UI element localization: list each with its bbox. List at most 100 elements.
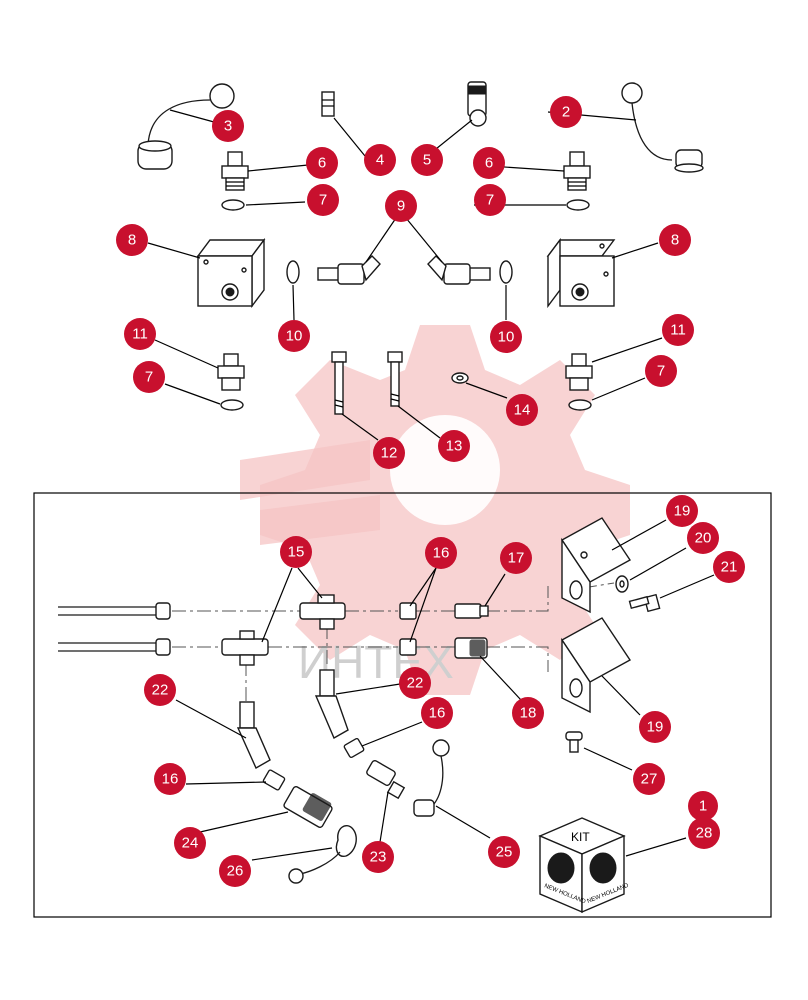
svg-text:8: 8	[671, 232, 679, 249]
svg-text:16: 16	[429, 705, 446, 722]
callout-11-left[interactable]: 11	[124, 318, 156, 350]
svg-text:6: 6	[318, 155, 326, 172]
callout-24[interactable]: 24	[174, 827, 206, 859]
part-11-adapter-left	[217, 353, 245, 391]
part-14-washer	[451, 372, 469, 384]
callout-26[interactable]: 26	[219, 855, 251, 887]
kit-label: KIT	[571, 830, 590, 844]
kit-box-frame	[33, 492, 772, 918]
svg-text:7: 7	[319, 192, 327, 209]
callout-13[interactable]: 13	[438, 430, 470, 462]
callout-28[interactable]: 28	[688, 817, 720, 849]
part-16-plug-left	[262, 769, 286, 791]
callout-16-top[interactable]: 16	[425, 537, 457, 569]
svg-text:25: 25	[496, 844, 513, 861]
part-22-elbow-mid	[314, 669, 349, 739]
part-13-bolt	[387, 351, 403, 407]
svg-text:21: 21	[721, 559, 738, 576]
callout-4[interactable]: 4	[364, 144, 396, 176]
svg-text:28: 28	[696, 825, 713, 842]
callout-7-bottom-left[interactable]: 7	[133, 361, 165, 393]
callout-22-left[interactable]: 22	[144, 674, 176, 706]
callout-22-mid[interactable]: 22	[399, 667, 431, 699]
callout-6-right[interactable]: 6	[473, 147, 505, 179]
svg-text:19: 19	[674, 503, 691, 520]
callout-12[interactable]: 12	[373, 437, 405, 469]
watermark-gear-icon	[240, 325, 630, 695]
svg-text:16: 16	[433, 545, 450, 562]
callout-27[interactable]: 27	[633, 763, 665, 795]
part-7-oring-bottom-right	[568, 399, 592, 411]
svg-text:24: 24	[182, 835, 199, 852]
callout-25[interactable]: 25	[488, 836, 520, 868]
callout-7-top-right[interactable]: 7	[474, 184, 506, 216]
callout-markers: 1 2 3 4 5 6 6 7 7 7 7 8	[116, 96, 745, 887]
callout-19-top[interactable]: 19	[666, 495, 698, 527]
part-11-adapter-right	[565, 353, 593, 391]
svg-text:3: 3	[224, 118, 232, 135]
callout-15[interactable]: 15	[280, 536, 312, 568]
callout-3[interactable]: 3	[212, 110, 244, 142]
callout-16-mid[interactable]: 16	[421, 697, 453, 729]
part-12-bolt	[331, 351, 347, 415]
callout-1[interactable]: 1	[688, 791, 718, 821]
kit-cube-icon	[538, 817, 626, 914]
svg-text:12: 12	[381, 445, 398, 462]
callout-9[interactable]: 9	[385, 190, 417, 222]
svg-text:10: 10	[498, 329, 515, 346]
svg-text:4: 4	[376, 152, 384, 169]
callout-8-right[interactable]: 8	[659, 224, 691, 256]
part-16-plug-lower	[399, 638, 417, 656]
hose-lower	[58, 638, 171, 656]
svg-text:1: 1	[699, 798, 707, 815]
svg-text:17: 17	[508, 550, 525, 567]
part-23-coupler	[366, 759, 406, 800]
svg-text:22: 22	[152, 682, 169, 699]
part-27-screw	[565, 731, 583, 753]
part-6-adapter-right	[563, 151, 591, 191]
part-18-coupler	[454, 637, 488, 659]
callout-2[interactable]: 2	[550, 96, 582, 128]
hose-upper	[58, 602, 171, 620]
svg-text:9: 9	[397, 198, 405, 215]
part-22-elbow-left	[236, 701, 271, 769]
callout-10-right[interactable]: 10	[490, 321, 522, 353]
svg-text:5: 5	[423, 152, 431, 169]
callout-11-right[interactable]: 11	[662, 314, 694, 346]
svg-text:19: 19	[647, 719, 664, 736]
svg-text:26: 26	[227, 863, 244, 880]
part-2-dust-plug	[621, 82, 704, 173]
callout-7-bottom-right[interactable]: 7	[645, 355, 677, 387]
part-10-oring-left	[286, 260, 300, 284]
svg-text:11: 11	[670, 322, 686, 339]
part-16-plug-upper	[399, 602, 417, 620]
part-21-bolt	[628, 593, 661, 613]
callout-20[interactable]: 20	[687, 522, 719, 554]
part-9-elbow-left	[317, 255, 381, 285]
callout-16-left[interactable]: 16	[154, 763, 186, 795]
svg-text:23: 23	[370, 849, 387, 866]
part-9-elbow-right	[427, 255, 491, 285]
callout-14[interactable]: 14	[506, 394, 538, 426]
callout-17[interactable]: 17	[500, 542, 532, 574]
svg-text:16: 16	[162, 771, 179, 788]
callout-19-bottom[interactable]: 19	[639, 711, 671, 743]
part-26-dust-cap	[288, 824, 357, 884]
part-15-tee-upper	[299, 594, 346, 630]
callout-7-top-left[interactable]: 7	[307, 184, 339, 216]
part-19-bracket-upper	[560, 517, 632, 614]
callout-10-left[interactable]: 10	[278, 320, 310, 352]
callout-21[interactable]: 21	[713, 551, 745, 583]
callout-8-left[interactable]: 8	[116, 224, 148, 256]
svg-text:18: 18	[520, 705, 537, 722]
part-8-valve-block-right	[546, 237, 616, 309]
part-15-tee-lower	[221, 630, 269, 666]
callout-23[interactable]: 23	[362, 841, 394, 873]
part-8-valve-block-left	[196, 237, 266, 309]
svg-text:20: 20	[695, 530, 712, 547]
callout-6-left[interactable]: 6	[306, 147, 338, 179]
callout-5[interactable]: 5	[411, 144, 443, 176]
svg-text:15: 15	[288, 544, 305, 561]
part-16-plug-mid	[343, 737, 365, 759]
callout-18[interactable]: 18	[512, 697, 544, 729]
